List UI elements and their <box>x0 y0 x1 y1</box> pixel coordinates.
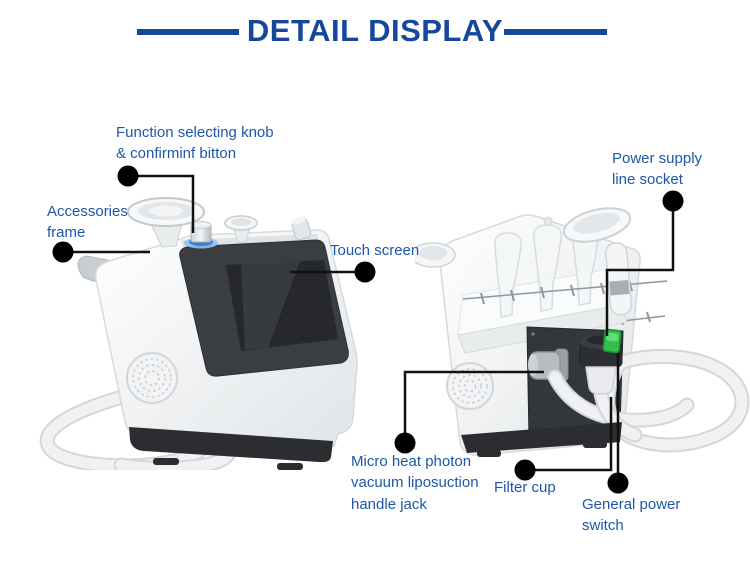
annotation-line-filter-cup <box>525 397 613 472</box>
function-knob <box>184 221 218 249</box>
annotation-line-handle-jack <box>403 370 544 443</box>
annotation-line-power-socket <box>605 201 675 336</box>
annotation-dot-touch-screen <box>354 261 376 283</box>
title-dash-right <box>504 29 607 35</box>
annotation-dot-power-socket <box>662 190 684 212</box>
foot <box>153 458 179 465</box>
left-machine-illustration <box>39 197 358 470</box>
probe-handpiece <box>290 216 312 241</box>
left-cup-handpiece <box>415 242 456 268</box>
label-power-switch: General power switch <box>582 496 681 535</box>
annotation-line-function-knob <box>128 174 195 233</box>
vacuum-cup-handpiece <box>127 197 205 248</box>
small-handpiece <box>224 215 258 243</box>
label-function-knob: Function selecting knob & confirminf bit… <box>116 124 274 163</box>
label-filter-cup: Filter cup <box>494 479 556 496</box>
annotation-dot-handle-jack <box>394 432 416 454</box>
label-touch-screen: Touch screen <box>330 242 420 259</box>
machine-base <box>461 422 622 453</box>
foot <box>583 441 607 448</box>
annotation-dot-power-switch <box>607 472 629 494</box>
screen-reflection <box>241 261 300 349</box>
machine-base <box>129 427 333 463</box>
annotation-dot-function-knob <box>117 165 139 187</box>
speaker-grille <box>446 362 494 410</box>
leaning-handpiece <box>562 207 633 316</box>
label-power-socket: Power supply line socket <box>612 150 703 189</box>
speaker-grille <box>126 352 178 404</box>
annotation-dot-filter-cup <box>514 459 536 481</box>
foot <box>277 463 303 470</box>
foot <box>477 450 501 457</box>
label-accessories-frame: Accessories frame <box>47 203 128 242</box>
page-title: DETAIL DISPLAY <box>246 13 504 48</box>
label-handle-jack: Micro heat photon vacuum liposuction han… <box>351 453 479 513</box>
annotation-dot-accessories-frame <box>52 241 74 263</box>
title-dash-left <box>137 29 239 35</box>
